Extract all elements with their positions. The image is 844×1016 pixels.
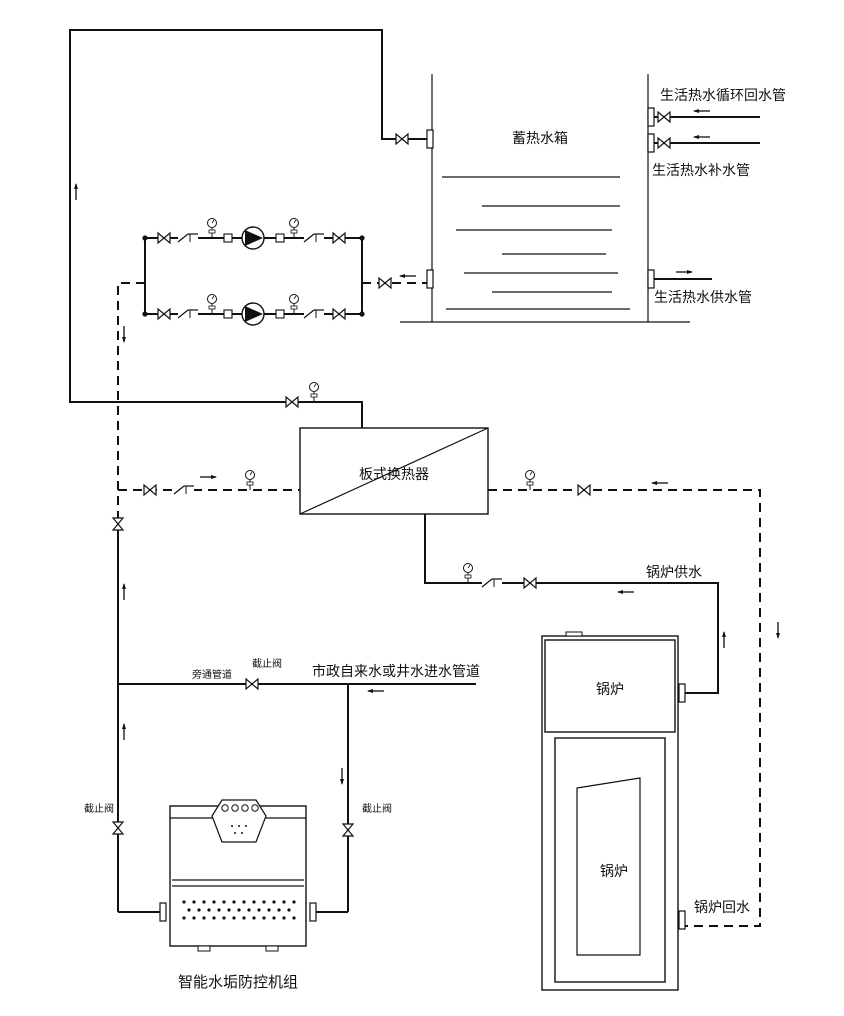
makeup-pipe-label: 生活热水补水管 [652, 163, 750, 179]
flange-icon [309, 902, 317, 922]
valve-icon [112, 821, 124, 835]
check-valve-icon [480, 577, 504, 589]
valve-icon [143, 484, 157, 496]
union-icon [275, 233, 285, 243]
node-icon [142, 235, 148, 241]
node-icon [359, 235, 365, 241]
flow-arrow-icon [199, 474, 218, 480]
hx-return-line [118, 470, 300, 496]
node-icon [359, 311, 365, 317]
flow-arrow-icon [121, 722, 127, 741]
union-icon [275, 309, 285, 319]
flange-icon [678, 910, 686, 930]
flow-arrow-icon [366, 688, 385, 694]
recirc-return-pipe-label: 生活热水循环回水管 [660, 88, 786, 104]
valve-icon [657, 137, 671, 149]
descaling-piping: 截止阀 旁通管道 截止阀 市政自来水或井水进水管道 截止阀 [84, 517, 480, 922]
boiler-supply-line: 锅炉供水 [424, 514, 727, 703]
shutoff-valve-left-label: 截止阀 [84, 802, 114, 815]
valve-icon [395, 133, 409, 145]
flange-icon [426, 129, 434, 149]
flow-arrow-icon [73, 182, 79, 201]
node-icon [142, 311, 148, 317]
indicator-dots [231, 825, 247, 834]
check-valve-icon [172, 484, 196, 496]
flow-arrow-icon [721, 630, 727, 649]
municipal-inlet-label: 市政自来水或井水进水管道 [312, 663, 480, 680]
circulation-pump-icon [241, 226, 265, 250]
shutoff-valve-right-label: 截止阀 [362, 802, 392, 815]
valve-icon [245, 678, 259, 690]
pump-station [117, 218, 434, 520]
flow-arrow-icon [650, 480, 669, 486]
bypass-pipe-label: 旁通管道 [192, 668, 232, 681]
circulation-pump-icon [241, 302, 265, 326]
valve-icon [157, 308, 171, 320]
supply-pipe-label: 生活热水供水管 [654, 290, 752, 306]
boiler: 锅炉 锅炉 [541, 631, 679, 991]
shutoff-valve-top-label: 截止阀 [252, 657, 282, 670]
check-valve-icon [176, 232, 200, 244]
descaling-unit-label: 智能水垢防控机组 [178, 973, 298, 991]
plate-hx-label: 板式换热器 [359, 466, 429, 483]
valve-icon [577, 484, 591, 496]
pressure-gauge-icon [289, 218, 299, 239]
flow-arrow-icon [675, 269, 694, 275]
boiler-top-label: 锅炉 [596, 682, 624, 698]
boiler-supply-label: 锅炉供水 [646, 565, 702, 581]
flow-arrow-icon [121, 582, 127, 601]
valve-icon [523, 577, 537, 589]
hot-water-loop [69, 29, 434, 428]
pressure-gauge-icon [463, 563, 473, 584]
storage-tank-label: 蓄热水箱 [512, 131, 568, 147]
flow-arrow-icon [775, 621, 781, 640]
valve-icon [657, 111, 671, 123]
pressure-gauge-icon [207, 294, 217, 315]
union-icon [223, 233, 233, 243]
flange-icon [159, 902, 167, 922]
check-valve-icon [302, 308, 326, 320]
plate-heat-exchanger: 板式换热器 [299, 427, 489, 515]
flange-icon [647, 133, 655, 153]
flange-icon [647, 269, 655, 289]
flow-arrow-icon [398, 273, 417, 279]
flange-icon [678, 683, 686, 703]
flow-arrow-icon [616, 589, 635, 595]
flow-arrow-icon [692, 108, 711, 114]
storage-tank: 蓄热水箱 [400, 74, 690, 323]
valve-icon [157, 232, 171, 244]
boiler-return-line: 锅炉回水 [488, 470, 781, 930]
check-valve-icon [176, 308, 200, 320]
flow-arrow-icon [692, 134, 711, 140]
flow-arrow-icon [339, 767, 345, 786]
valve-icon [378, 277, 392, 289]
valve-icon [285, 396, 299, 408]
vent-grille [182, 900, 296, 920]
valve-icon [332, 232, 346, 244]
valve-icon [332, 308, 346, 320]
pressure-gauge-icon [525, 470, 535, 491]
pressure-gauge-icon [289, 294, 299, 315]
pressure-gauge-icon [245, 470, 255, 491]
boiler-body-label: 锅炉 [600, 864, 628, 880]
tank-right-connections: 生活热水循环回水管 生活热水补水管 生活热水供水管 [647, 88, 786, 306]
union-icon [223, 309, 233, 319]
boiler-return-label: 锅炉回水 [694, 900, 750, 916]
flow-arrow-icon [121, 325, 127, 344]
valve-icon [342, 823, 354, 837]
flange-icon [426, 269, 434, 289]
check-valve-icon [302, 232, 326, 244]
descaling-unit: 智能水垢防控机组 [169, 799, 307, 991]
pressure-gauge-icon [309, 382, 319, 403]
pressure-gauge-icon [207, 218, 217, 239]
valve-icon [112, 517, 124, 531]
flange-icon [647, 107, 655, 127]
